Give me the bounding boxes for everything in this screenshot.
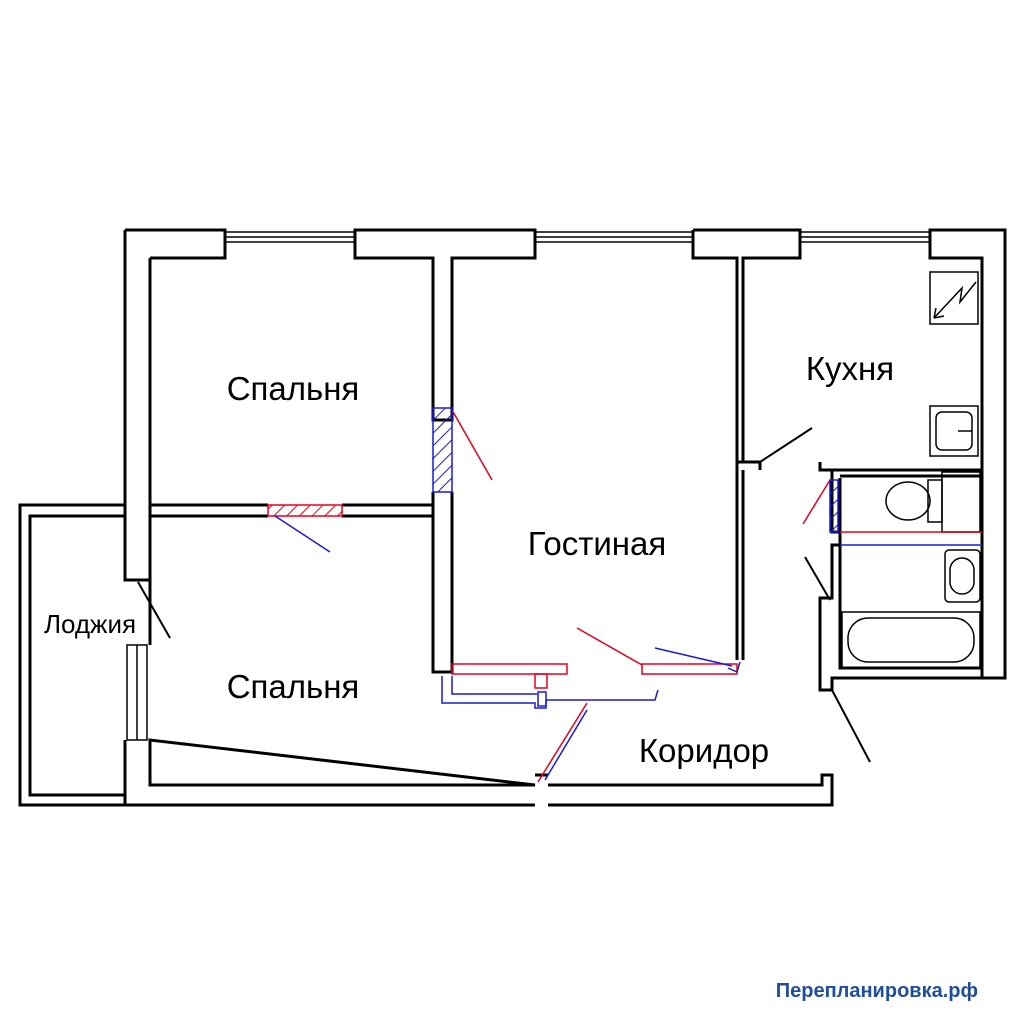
demolition-markings <box>267 409 982 783</box>
wall-pier-2 <box>353 228 537 422</box>
sink-icon <box>929 405 979 457</box>
washbasin-icon <box>944 549 981 603</box>
construction-markings <box>274 407 982 781</box>
living-left-wall <box>431 492 454 674</box>
kitchen-bottom-wall <box>743 460 762 470</box>
toilet-icon <box>885 471 981 533</box>
room-label-loggia: Лоджия <box>44 609 136 639</box>
bath-block-wall <box>818 462 982 672</box>
hatch-icon <box>267 504 343 517</box>
loggia-wall-inner <box>28 514 125 797</box>
bedroom-divider <box>150 503 433 518</box>
wall-pier-4 <box>928 228 1007 680</box>
bathtub-icon <box>841 611 981 669</box>
corridor-right-wall <box>818 672 982 692</box>
wall-pier-1 <box>125 228 227 260</box>
door-icon <box>137 427 871 763</box>
window-icon <box>126 231 931 741</box>
stove-icon <box>929 271 979 325</box>
exterior-wall-bottom <box>123 738 834 807</box>
site-watermark: Перепланировка.рф <box>775 980 978 1002</box>
room-label-corridor: Коридор <box>639 732 769 769</box>
bath-inner-wall <box>838 474 982 670</box>
exterior-wall-left <box>123 230 152 582</box>
walls <box>18 228 1007 807</box>
room-label-kitchen: Кухня <box>806 350 894 387</box>
loggia-wall <box>18 503 125 807</box>
wall-pier-3 <box>693 228 802 464</box>
room-label-living-room: Гостиная <box>528 525 667 562</box>
room-label-bedroom-top: Спальня <box>227 370 360 407</box>
room-label-bedroom-bottom: Спальня <box>227 668 360 705</box>
hatch-icon <box>432 407 453 493</box>
wall-pier-3-left <box>691 230 739 660</box>
